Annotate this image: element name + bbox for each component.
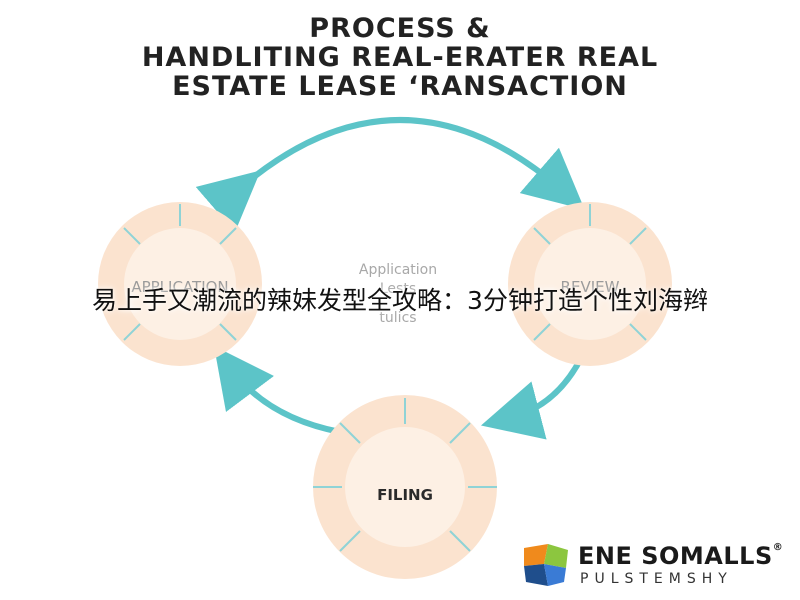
filing-node: [313, 395, 497, 579]
center-text-line-1: Application: [359, 262, 437, 278]
brand-logo: ENE SOMALLS® PULSTEMSHY: [522, 540, 792, 590]
logo-mark-icon: [524, 544, 568, 586]
filing-label: FILING: [377, 486, 433, 504]
title-line-2: HANDLITING REAL-ERATER REAL: [141, 42, 659, 73]
logo-subtitle: PULSTEMSHY: [580, 571, 733, 587]
review-label: REVIEW: [561, 278, 620, 296]
center-text-line-2: Lests: [380, 281, 416, 297]
title-line-3: ESTATE LEASE ‘RANSACTION: [172, 71, 628, 102]
application-node: [98, 202, 262, 366]
title-line-1: PROCESS &: [309, 13, 491, 44]
overlay-caption: 易上手又潮流的辣妹发型全攻略：3分钟打造个性刘海辫: [92, 286, 708, 315]
registered-mark: ®: [772, 542, 784, 553]
logo-name: ENE SOMALLS®: [578, 542, 784, 570]
top-arrow: [195, 117, 585, 233]
review-node: [508, 202, 672, 366]
diagram-title: PROCESS & HANDLITING REAL-ERATER REAL ES…: [0, 14, 800, 101]
application-label: APPLICATION: [131, 278, 228, 296]
center-text-line-3: tulics: [379, 310, 416, 326]
filing-to-application-arrow: [213, 346, 341, 435]
